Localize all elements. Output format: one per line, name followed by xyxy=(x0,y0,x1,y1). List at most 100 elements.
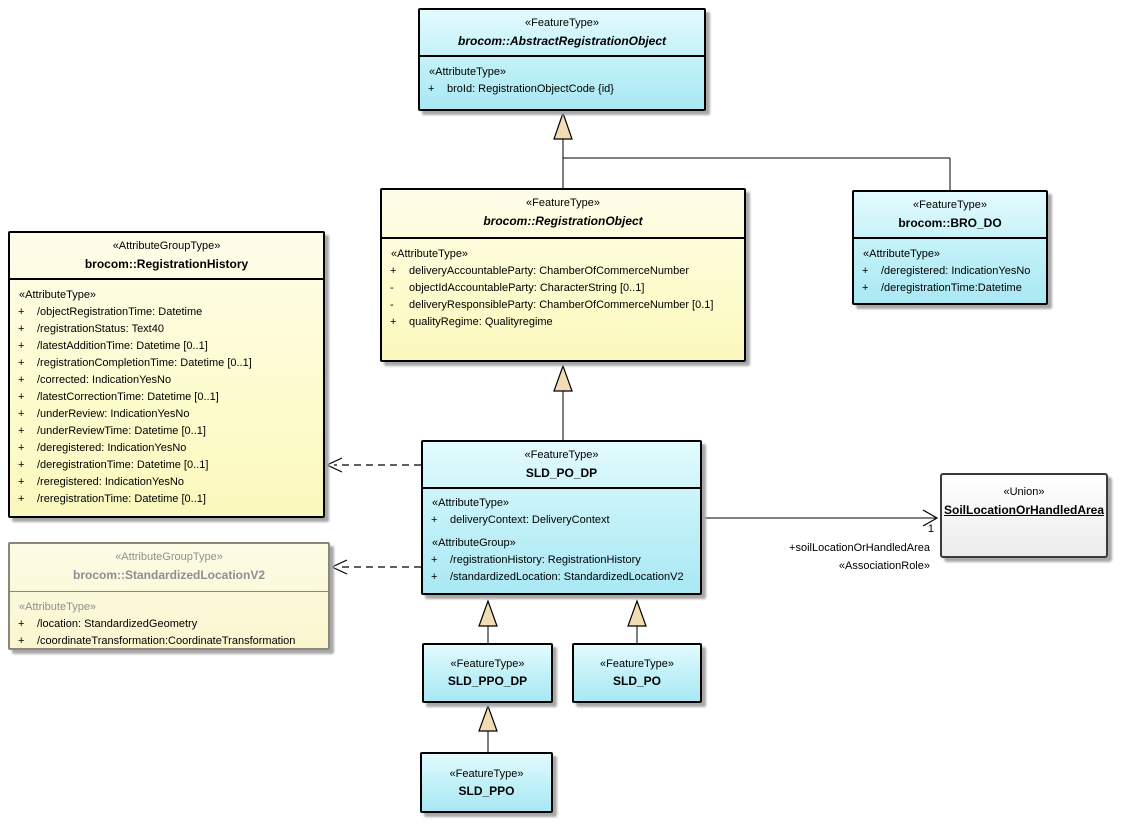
attribute-row: + /reregistrationTime: Datetime [0..1] xyxy=(10,491,323,508)
attribute-row: + /deregistrationTime: Datetime [0..1] xyxy=(10,457,323,474)
class-stereotype: «FeatureType» xyxy=(524,449,599,461)
visibility-sign: + xyxy=(431,554,438,566)
attribute-text: /registrationStatus: Text40 xyxy=(37,323,164,335)
class-stereotype: «Union» xyxy=(1003,486,1045,498)
attribute-row: + /underReviewTime: Datetime [0..1] xyxy=(10,423,323,440)
class-name: brocom::AbstractRegistrationObject xyxy=(457,34,667,48)
attribute-text: /underReview: IndicationYesNo xyxy=(37,408,190,420)
generalization-to-abstract-registration-object[interactable] xyxy=(553,111,951,190)
uml-class-standardized-location-v2[interactable]: «AttributeGroupType» brocom::Standardize… xyxy=(8,542,330,650)
attribute-row: + qualityRegime: Qualityregime xyxy=(382,314,744,331)
attribute-row: + deliveryAccountableParty: ChamberOfCom… xyxy=(382,263,744,280)
generalization-triangle-icon xyxy=(553,111,573,140)
uml-class-registration-object[interactable]: «FeatureType» brocom::RegistrationObject… xyxy=(380,188,746,362)
attribute-text: /standardizedLocation: StandardizedLocat… xyxy=(450,571,684,583)
uml-class-sld-po-dp[interactable]: «FeatureType» SLD_PO_DP «AttributeType» … xyxy=(421,440,702,595)
visibility-sign: + xyxy=(18,408,25,420)
uml-union-soil-location-or-handled-area[interactable]: «Union» SoilLocationOrHandledArea xyxy=(940,473,1108,558)
attribute-text: /corrected: IndicationYesNo xyxy=(37,374,172,386)
attribute-text: /deregistrationTime:Datetime xyxy=(881,282,1022,294)
class-name: brocom::StandardizedLocationV2 xyxy=(72,568,266,582)
class-stereotype: «FeatureType» xyxy=(526,197,600,209)
attribute-row: + /corrected: IndicationYesNo xyxy=(10,372,323,389)
generalization-sld-ppo-dp-to-sld-po-dp[interactable] xyxy=(478,599,498,643)
dependency-to-registration-history[interactable] xyxy=(325,457,421,473)
class-name: SLD_PPO xyxy=(458,783,515,798)
attribute-text: /latestCorrectionTime: Datetime [0..1] xyxy=(37,391,219,403)
visibility-sign: + xyxy=(18,425,25,437)
attribute-section-label: «AttributeType» xyxy=(391,248,469,260)
attribute-section-label: «AttributeType» xyxy=(429,66,507,78)
dependency-to-standardized-location-v2[interactable] xyxy=(330,559,421,575)
visibility-sign: + xyxy=(18,357,25,369)
attribute-text: /latestAdditionTime: Datetime [0..1] xyxy=(37,340,208,352)
class-name: SLD_PO_DP xyxy=(525,466,598,480)
attribute-row: + broId: RegistrationObjectCode {id} xyxy=(420,81,704,98)
visibility-sign: + xyxy=(18,306,25,318)
generalization-sld-po-dp-to-registration-object[interactable] xyxy=(553,364,573,440)
attribute-row: + deliveryContext: DeliveryContext xyxy=(423,512,700,529)
attribute-text: deliveryAccountableParty: ChamberOfComme… xyxy=(409,265,689,277)
open-arrowhead-icon xyxy=(330,559,348,575)
visibility-sign: + xyxy=(18,476,25,488)
class-name: brocom::BRO_DO xyxy=(898,216,1002,230)
visibility-sign: + xyxy=(18,618,25,630)
attribute-row: + /coordinateTransformation:CoordinateTr… xyxy=(10,633,328,650)
class-name: brocom::RegistrationObject xyxy=(483,214,643,228)
association-soil-location-or-handled-area[interactable] xyxy=(702,509,939,527)
uml-class-sld-ppo-dp[interactable]: «FeatureType» SLD_PPO_DP xyxy=(422,643,553,703)
visibility-sign: + xyxy=(18,374,25,386)
class-name: SoilLocationOrHandledArea xyxy=(943,503,1105,517)
attribute-section-label: «AttributeType» xyxy=(863,248,941,260)
attribute-row: + /location: StandardizedGeometry xyxy=(10,616,328,633)
uml-class-sld-ppo[interactable]: «FeatureType» SLD_PPO xyxy=(420,752,553,813)
attribute-section-label: «AttributeGroup» xyxy=(432,537,516,549)
uml-class-registration-history[interactable]: «AttributeGroupType» brocom::Registratio… xyxy=(8,231,325,518)
attribute-text: qualityRegime: Qualityregime xyxy=(409,316,553,328)
attribute-text: /registrationHistory: RegistrationHistor… xyxy=(450,554,641,566)
attribute-text: deliveryContext: DeliveryContext xyxy=(450,514,610,526)
generalization-sld-ppo-to-sld-ppo-dp[interactable] xyxy=(478,704,498,752)
attribute-row: + /standardizedLocation: StandardizedLoc… xyxy=(423,569,700,586)
attribute-text: /underReviewTime: Datetime [0..1] xyxy=(37,425,206,437)
generalization-sld-po-to-sld-po-dp[interactable] xyxy=(627,599,647,643)
visibility-sign: + xyxy=(18,459,25,471)
attribute-text: /registrationCompletionTime: Datetime [0… xyxy=(37,357,252,369)
attribute-text: deliveryResponsibleParty: ChamberOfComme… xyxy=(409,299,714,311)
association-role-stereotype: «AssociationRole» xyxy=(838,560,930,572)
attribute-row: + /registrationCompletionTime: Datetime … xyxy=(10,355,323,372)
attribute-row: + /deregistrationTime:Datetime xyxy=(854,280,1046,297)
class-stereotype: «FeatureType» xyxy=(449,767,524,780)
attribute-row: + /underReview: IndicationYesNo xyxy=(10,406,323,423)
attribute-section-label: «AttributeType» xyxy=(19,289,97,301)
open-arrowhead-icon xyxy=(922,509,939,527)
class-stereotype: «FeatureType» xyxy=(600,658,674,670)
visibility-sign: + xyxy=(18,323,25,335)
uml-class-sld-po[interactable]: «FeatureType» SLD_PO xyxy=(572,643,702,703)
visibility-sign: - xyxy=(390,282,394,294)
generalization-triangle-icon xyxy=(478,704,498,732)
visibility-sign: + xyxy=(18,340,25,352)
visibility-sign: + xyxy=(18,493,25,505)
visibility-sign: + xyxy=(18,391,25,403)
uml-class-abstract-registration-object[interactable]: «FeatureType» brocom::AbstractRegistrati… xyxy=(418,8,706,111)
visibility-sign: + xyxy=(390,265,397,277)
visibility-sign: - xyxy=(390,299,394,311)
generalization-triangle-icon xyxy=(627,599,647,627)
visibility-sign: + xyxy=(390,316,397,328)
visibility-sign: + xyxy=(862,282,869,294)
attribute-row: + /registrationStatus: Text40 xyxy=(10,321,323,338)
attribute-row: + /deregistered: IndicationYesNo xyxy=(854,263,1046,280)
attribute-row: + /reregistered: IndicationYesNo xyxy=(10,474,323,491)
generalization-triangle-icon xyxy=(478,599,498,627)
attribute-text: /deregistered: IndicationYesNo xyxy=(37,442,187,454)
visibility-sign: + xyxy=(18,442,25,454)
class-stereotype: «FeatureType» xyxy=(913,199,987,211)
class-stereotype: «FeatureType» xyxy=(450,658,525,670)
visibility-sign: + xyxy=(431,571,438,583)
uml-class-bro-do[interactable]: «FeatureType» brocom::BRO_DO «AttributeT… xyxy=(852,190,1048,305)
class-name: brocom::RegistrationHistory xyxy=(84,257,249,271)
attribute-row: + /objectRegistrationTime: Datetime xyxy=(10,304,323,321)
attribute-section-label: «AttributeType» xyxy=(19,601,97,613)
